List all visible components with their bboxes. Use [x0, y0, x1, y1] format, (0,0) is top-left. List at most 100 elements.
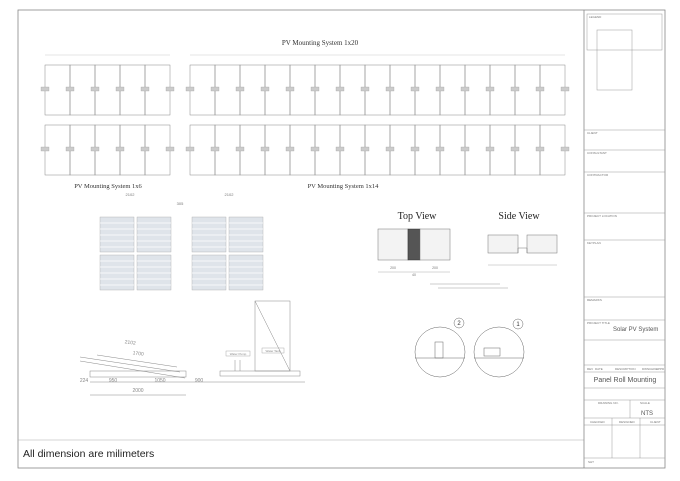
svg-text:SHT: SHT [588, 460, 594, 464]
ballast-block [560, 146, 570, 152]
svg-text:PROJECT TITLE: PROJECT TITLE [587, 321, 610, 325]
svg-text:CONTRACTOR: CONTRACTOR [587, 173, 609, 177]
svg-text:1050: 1050 [154, 378, 165, 384]
ballast-block [385, 86, 395, 92]
ballast-block [210, 146, 220, 152]
project-title: Solar PV System [613, 327, 658, 333]
detail-1 [473, 318, 525, 378]
ballast-block [140, 146, 150, 152]
ballast-block [485, 86, 495, 92]
ballast-block [260, 86, 270, 92]
ballast-block [485, 146, 495, 152]
ballast-block [510, 146, 520, 152]
main-title: PV Mounting System 1x20 [282, 39, 359, 47]
ballast-block [140, 86, 150, 92]
ballast-block [40, 146, 50, 152]
outer-border [17, 9, 666, 469]
svg-text:40: 40 [412, 273, 416, 277]
svg-text:CONSULTANT: CONSULTANT [587, 151, 607, 155]
ballast-side-view: Side View [487, 211, 558, 266]
ballast-block [360, 146, 370, 152]
ballast-block [335, 86, 345, 92]
svg-text:224: 224 [80, 378, 89, 384]
ballast-block [435, 146, 445, 152]
svg-text:CHECKED: CHECKED [590, 420, 606, 424]
ballast-block [460, 86, 470, 92]
ballast-block [90, 86, 100, 92]
svg-text:200: 200 [390, 266, 396, 270]
ballast-block [260, 146, 270, 152]
detail-2-label: 2 [457, 321, 461, 327]
panel-arrays [40, 54, 570, 176]
svg-text:2102: 2102 [124, 339, 136, 347]
title-block [584, 13, 665, 459]
svg-text:DESCRIPTION: DESCRIPTION [615, 367, 636, 371]
ballast-block [65, 146, 75, 152]
ballast-block [185, 146, 195, 152]
svg-text:DESIGNED: DESIGNED [619, 420, 636, 424]
svg-text:305: 305 [177, 201, 184, 206]
svg-text:REV: REV [587, 367, 593, 371]
ballast-block [360, 86, 370, 92]
svg-text:Side View: Side View [498, 211, 540, 222]
ballast-block [285, 146, 295, 152]
ballast-block [90, 146, 100, 152]
svg-text:900: 900 [195, 378, 204, 384]
svg-text:REMARKS: REMARKS [587, 298, 602, 302]
svg-text:SCALE: SCALE [640, 401, 650, 405]
svg-text:200: 200 [432, 266, 438, 270]
svg-text:Water Tank: Water Tank [265, 349, 281, 353]
svg-text:LEGEND: LEGEND [589, 15, 602, 19]
ballast-block [410, 146, 420, 152]
drawing-title: Panel Roll Mounting [594, 377, 657, 384]
svg-text:CLIENT: CLIENT [650, 420, 661, 424]
ballast-block [185, 86, 195, 92]
svg-text:Top View: Top View [398, 211, 438, 222]
svg-text:2102: 2102 [225, 192, 235, 197]
ballast-block [285, 86, 295, 92]
ballast-block [385, 146, 395, 152]
scale-value: NTS [641, 411, 653, 417]
ballast-block [310, 86, 320, 92]
ballast-block [435, 86, 445, 92]
title-block-text: LEGEND CLIENT CONSULTANT CONTRACTOR PROJ… [587, 15, 665, 464]
ballast-block [460, 146, 470, 152]
ballast-block [310, 146, 320, 152]
ballast-block [65, 86, 75, 92]
ballast-block [560, 86, 570, 92]
ballast-block [335, 146, 345, 152]
svg-text:2000: 2000 [132, 388, 143, 394]
module-detail: 2102 2102 305 [99, 192, 264, 291]
svg-text:Water Pump: Water Pump [230, 352, 247, 356]
ballast-block [235, 86, 245, 92]
ballast-block [165, 86, 175, 92]
ballast-block [165, 146, 175, 152]
ballast-block [235, 146, 245, 152]
svg-text:APPD: APPD [656, 367, 665, 371]
ballast-top-view: Top View 200 200 40 [377, 211, 451, 277]
svg-text:DATE: DATE [595, 367, 603, 371]
ballast-block [535, 146, 545, 152]
side-elevation-labels: 2102 1700 224 950 1050 900 2000 Water Pu… [80, 339, 285, 394]
svg-text:2102: 2102 [126, 192, 136, 197]
side-elevation [79, 300, 305, 396]
ballast-block [535, 86, 545, 92]
ballast-block [210, 86, 220, 92]
ballast-block [40, 86, 50, 92]
svg-text:1700: 1700 [132, 350, 144, 358]
svg-text:KEYPLAN: KEYPLAN [587, 241, 601, 245]
sub-title-1x14: PV Mounting System 1x14 [308, 183, 380, 190]
ballast-block [510, 86, 520, 92]
svg-text:CHKD: CHKD [649, 367, 658, 371]
svg-text:950: 950 [109, 378, 118, 384]
ballast-block [410, 86, 420, 92]
ballast-block [115, 146, 125, 152]
svg-text:DRAWING NO.: DRAWING NO. [598, 401, 619, 405]
sub-title-1x6: PV Mounting System 1x6 [74, 183, 142, 190]
svg-text:PROJECT LOCATION: PROJECT LOCATION [587, 214, 617, 218]
detail-1-label: 1 [516, 322, 520, 328]
svg-text:CLIENT: CLIENT [587, 131, 598, 135]
dimension-note: All dimension are milimeters [23, 448, 154, 460]
detail-2 [414, 317, 466, 378]
